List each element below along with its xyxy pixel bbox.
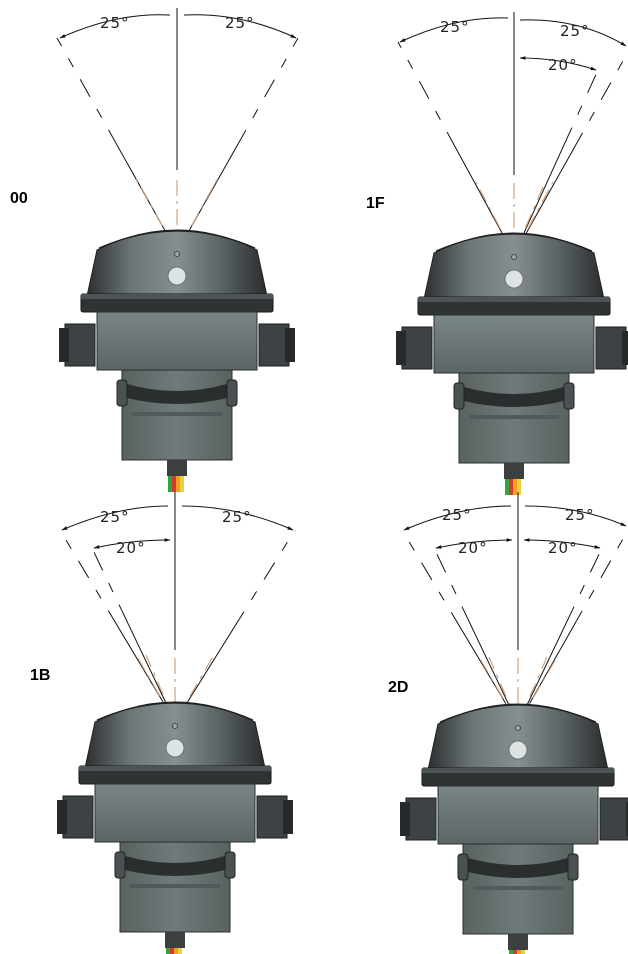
angle-label: 20° bbox=[548, 539, 578, 557]
angle-label: 25° bbox=[100, 14, 130, 32]
panel-label: 2D bbox=[388, 679, 408, 696]
angle-label: 25° bbox=[225, 14, 255, 32]
panel-1f: 1F 25° 25° 20° bbox=[366, 12, 628, 496]
angle-label: 25° bbox=[222, 508, 252, 526]
angle-label: 20° bbox=[548, 56, 578, 74]
angle-label: 20° bbox=[458, 539, 488, 557]
panel-label: 1B bbox=[30, 667, 50, 684]
panel-00: 00 25° 25° bbox=[10, 8, 299, 493]
panel-2d: 2D 25° 25° 20° 20° bbox=[388, 492, 628, 954]
panel-label: 1F bbox=[366, 195, 385, 212]
angle-label: 25° bbox=[100, 508, 130, 526]
angle-label: 25° bbox=[565, 506, 595, 524]
panel-label: 00 bbox=[10, 190, 28, 207]
angle-label: 25° bbox=[440, 18, 470, 36]
panel-1b: 1B 25° 25° 20° bbox=[30, 492, 296, 954]
angle-label: 20° bbox=[116, 539, 146, 557]
angle-label: 25° bbox=[560, 22, 590, 40]
angle-label: 25° bbox=[442, 506, 472, 524]
